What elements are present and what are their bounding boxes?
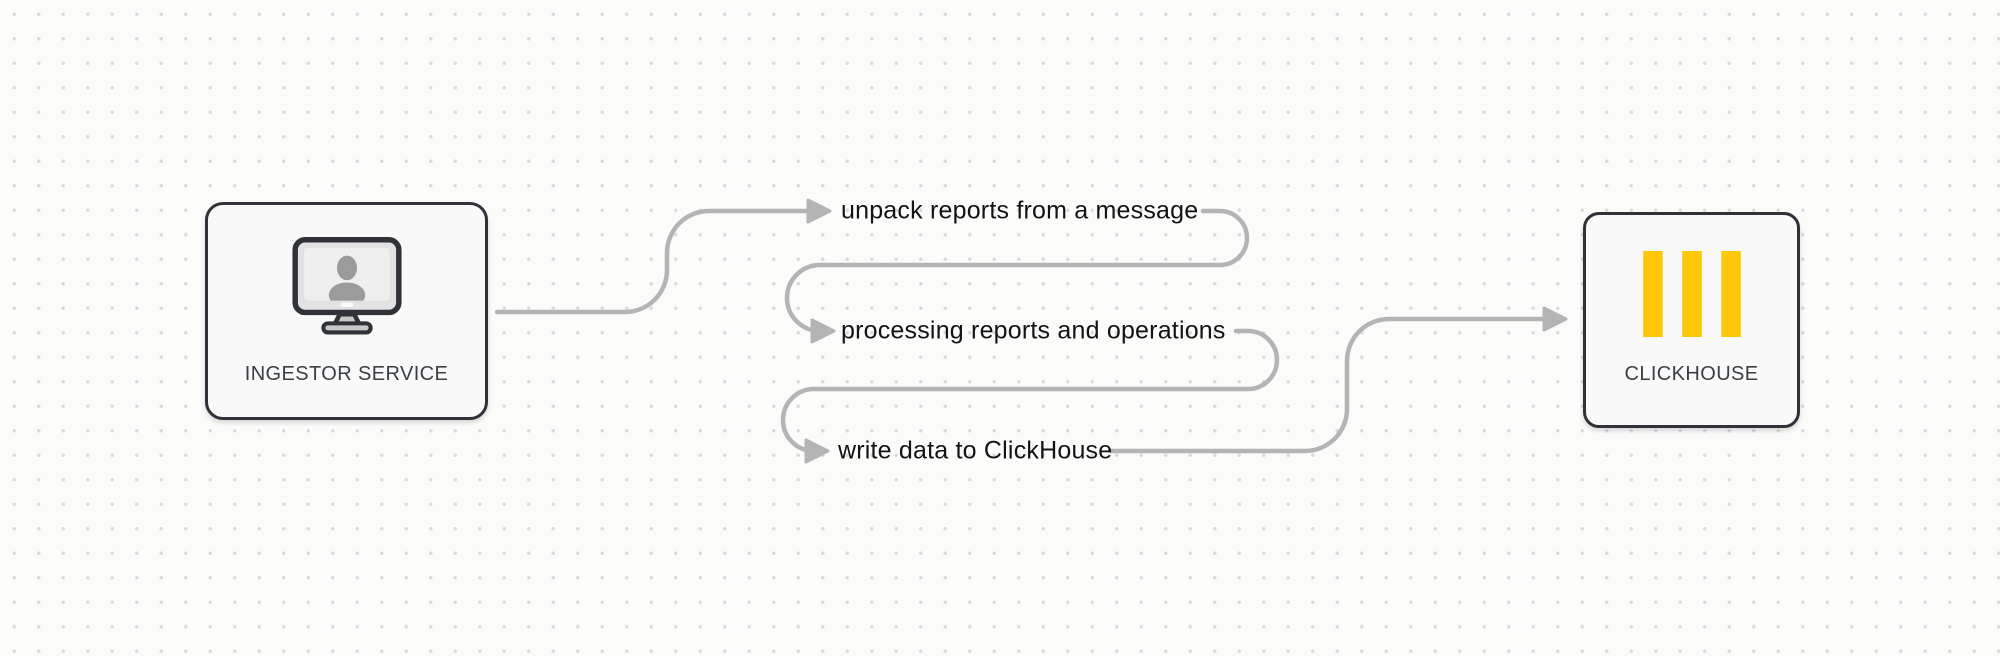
arrowhead-clickhouse — [1542, 306, 1568, 332]
node-label-ingestor: INGESTOR SERVICE — [244, 363, 449, 385]
step-label-processing-reports[interactable]: processing reports and operations — [841, 316, 1226, 345]
clickhouse-bars-icon — [1642, 251, 1741, 337]
connector-ingestor-to-step1 — [494, 208, 813, 315]
connector-step2-to-step3 — [780, 328, 1280, 454]
arrowhead-step3 — [804, 438, 830, 464]
step-label-unpack-reports[interactable]: unpack reports from a message — [841, 196, 1199, 225]
connector-step1-to-step2 — [784, 208, 1250, 334]
node-label-clickhouse: CLICKHOUSE — [1624, 363, 1759, 385]
arrowhead-step1 — [806, 198, 832, 224]
step-label-write-data[interactable]: write data to ClickHouse — [838, 436, 1113, 465]
node-clickhouse[interactable]: CLICKHOUSE — [1583, 212, 1800, 428]
node-ingestor-service[interactable]: INGESTOR SERVICE — [205, 202, 488, 420]
arrowhead-step2 — [810, 318, 836, 344]
monitor-user-icon — [291, 237, 402, 335]
